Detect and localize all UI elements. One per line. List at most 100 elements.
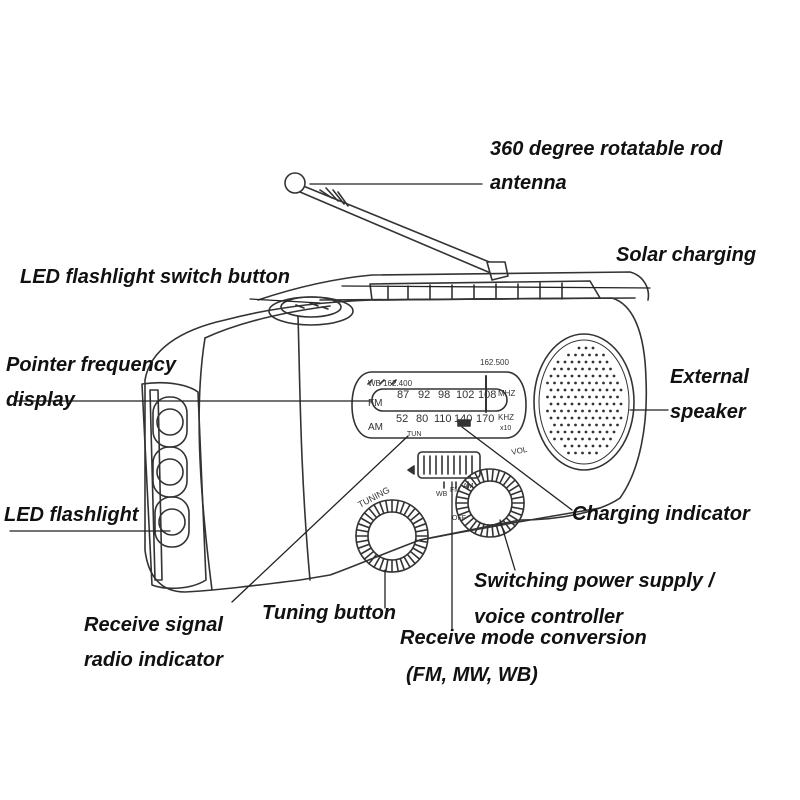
speaker-hole (616, 423, 619, 427)
label-external-line2: speaker (670, 401, 746, 423)
knob-ridge (363, 512, 375, 522)
speaker-hole (574, 451, 577, 455)
leader-led-switch (249, 298, 321, 304)
knob-ridge (363, 550, 375, 560)
speaker-hole (584, 360, 588, 364)
speaker-hole (595, 409, 598, 413)
am-tick-52: 52 (396, 413, 408, 425)
speaker-hole (616, 395, 619, 399)
label-external-line1: External (670, 366, 749, 388)
knob-ridge (474, 471, 481, 485)
speaker-hole (595, 367, 598, 371)
speaker-hole (567, 395, 570, 399)
speaker-hole (560, 409, 563, 413)
speaker-hole (595, 437, 598, 441)
speaker-hole (612, 430, 616, 434)
speaker-hole (602, 395, 605, 399)
speaker-hole (570, 360, 574, 364)
dial-am-unit: KHZ (498, 413, 514, 422)
speaker-hole (556, 430, 560, 434)
speaker-hole (602, 437, 605, 441)
speaker-hole (567, 409, 570, 413)
speaker-hole (581, 423, 584, 427)
speaker-hole (574, 353, 577, 357)
knob-ridge (507, 484, 520, 493)
speaker-hole (577, 360, 581, 364)
speaker-hole (577, 444, 581, 448)
speaker-hole (546, 409, 549, 413)
speaker-hole (553, 367, 556, 371)
am-tick-140: 140 (454, 413, 472, 425)
speaker-hole (556, 402, 560, 406)
speaker-hole (602, 353, 605, 357)
speaker-hole (574, 367, 577, 371)
speaker-hole (567, 451, 570, 455)
knob-ridge (373, 504, 381, 517)
label-led-flashlight: LED flashlight (4, 504, 139, 526)
speaker-hole (560, 367, 563, 371)
knob-ridge (368, 507, 378, 519)
flashlight-panel (141, 381, 207, 590)
volume-knob (455, 468, 525, 538)
knob-ridge (414, 528, 429, 533)
mode-fm-text: FM (450, 487, 460, 494)
knob-ridge (486, 468, 489, 482)
knob-ridge (457, 489, 471, 496)
speaker-hole (563, 374, 567, 378)
knob-ridge (355, 528, 370, 533)
speaker-hole (591, 416, 595, 420)
knob-ridge (395, 558, 400, 573)
label-pointer-line2: display (6, 389, 75, 411)
speaker-hole (598, 416, 602, 420)
speaker-hole (598, 444, 602, 448)
knob-ridge (479, 523, 485, 537)
knob-ridge (460, 484, 473, 493)
speaker-hole (574, 437, 577, 441)
knob-ridge (357, 522, 371, 529)
speaker-hole (581, 409, 584, 413)
fm-tick-98: 98 (438, 389, 450, 401)
label-receive-mode-line2: (FM, MW, WB) (406, 664, 538, 686)
label-pointer-line1: Pointer frequency (6, 354, 177, 376)
speaker-hole (567, 367, 570, 371)
speaker-hole (602, 423, 605, 427)
speaker-hole (574, 423, 577, 427)
knob-ridge (360, 517, 373, 525)
speaker-hole (556, 374, 560, 378)
solar-panel (369, 280, 601, 301)
speaker-hole (605, 388, 609, 392)
speaker-hole (584, 402, 588, 406)
speaker-hole (584, 416, 588, 420)
speaker-hole (563, 388, 567, 392)
off-text: OFF (452, 515, 466, 522)
speaker-hole (560, 381, 563, 385)
knob-ridge (357, 543, 371, 550)
tuning-knob (355, 499, 429, 573)
knob-ridge (368, 553, 378, 565)
speaker-hole (570, 444, 574, 448)
leader-switching (499, 519, 516, 571)
speaker-grille (533, 333, 635, 471)
label-receive-signal-line2: radio indicator (84, 649, 223, 671)
speaker-hole (549, 388, 553, 392)
speaker-hole (612, 388, 616, 392)
speaker-hole (605, 430, 609, 434)
knob-ridge (409, 512, 421, 522)
fm-tick-87: 87 (397, 389, 409, 401)
speaker-hole (605, 360, 609, 364)
label-solar-charging: Solar charging (616, 244, 757, 266)
speaker-hole (581, 353, 584, 357)
speaker-hole (577, 430, 581, 434)
speaker-hole (588, 423, 591, 427)
speaker-hole (616, 409, 619, 413)
knob-ridge (460, 513, 473, 522)
mode-am-text: AM (463, 483, 474, 490)
speaker-hole (609, 381, 612, 385)
knob-ridge (413, 522, 427, 529)
speaker-hole (619, 416, 623, 420)
dial-am-mult: x10 (500, 425, 511, 432)
speaker-hole (591, 444, 595, 448)
speaker-hole (577, 388, 581, 392)
knob-ridge (491, 524, 494, 538)
knob-ridge (464, 517, 475, 527)
